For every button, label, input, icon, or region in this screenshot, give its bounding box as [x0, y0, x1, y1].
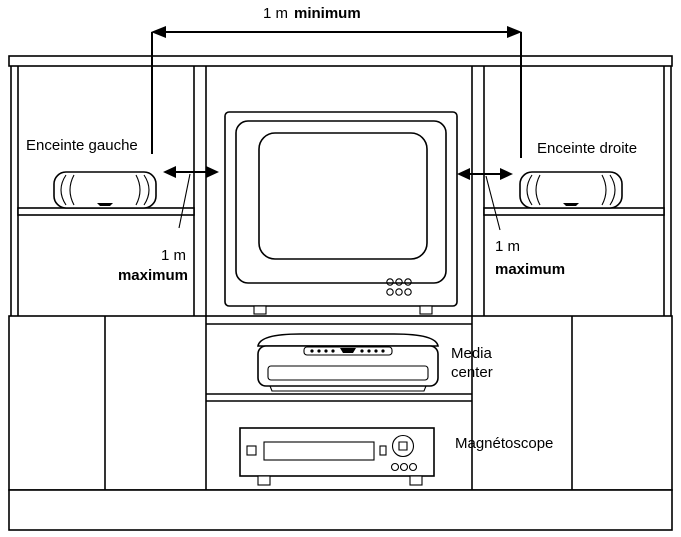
media-center-icon: [257, 333, 439, 392]
media-center-display: [303, 346, 393, 356]
cabinet-top-rail: [8, 55, 673, 67]
left-speaker-body: [53, 171, 157, 209]
tv-foot-right: [419, 305, 433, 315]
right-speaker-icon: [519, 171, 623, 209]
media-center-slot: [267, 365, 429, 381]
top-distance-indicator: [151, 26, 522, 158]
media-center-label-line2: center: [451, 364, 493, 381]
left-distance-pointer: [178, 173, 191, 229]
media-center-top: [257, 333, 439, 347]
right-speaker-body: [519, 171, 623, 209]
right-distance-pointer: [485, 175, 501, 231]
top-distance-value: 1 m: [263, 5, 288, 22]
vcr-foot-right: [409, 475, 423, 486]
media-center-label-line1: Media: [451, 345, 493, 362]
vcr-label: Magnétoscope: [455, 435, 553, 452]
right-arrow-head-a: [457, 168, 470, 180]
left-shelf: [17, 207, 195, 216]
tv-control-buttons: [386, 278, 412, 296]
left-distance-indicator: [163, 166, 219, 229]
top-distance-qualifier: minimum: [294, 5, 361, 22]
right-distance-value: 1 m: [495, 238, 520, 255]
right-shelf: [483, 207, 665, 216]
vcr-icon: [239, 427, 435, 486]
left-arrow-head-a: [163, 166, 176, 178]
tv-foot-left: [253, 305, 267, 315]
vcr-power-button: [246, 445, 257, 456]
tv-screen: [258, 132, 428, 260]
vcr-dial: [391, 434, 415, 458]
left-distance-qualifier: maximum: [118, 267, 188, 284]
right-distance-qualifier: maximum: [495, 261, 565, 278]
left-speaker-logo: [97, 203, 113, 206]
right-distance-indicator: [457, 168, 513, 231]
television-icon: [224, 111, 458, 315]
vcr-tape-slot: [263, 441, 375, 461]
left-speaker-icon: [53, 171, 157, 209]
cabinet-base: [8, 489, 673, 531]
vcr-foot-left: [257, 475, 271, 486]
vcr-small-button: [379, 445, 387, 456]
left-distance-value: 1 m: [161, 247, 186, 264]
right-arrow-head-b: [500, 168, 513, 180]
right-speaker-logo: [563, 203, 579, 206]
top-arrow-head-left: [151, 26, 166, 38]
left-speaker-label: Enceinte gauche: [26, 137, 138, 154]
top-arrow-head-right: [507, 26, 522, 38]
left-arrow-head-b: [206, 166, 219, 178]
media-center-buttons: [310, 348, 385, 353]
right-speaker-label: Enceinte droite: [537, 140, 637, 157]
